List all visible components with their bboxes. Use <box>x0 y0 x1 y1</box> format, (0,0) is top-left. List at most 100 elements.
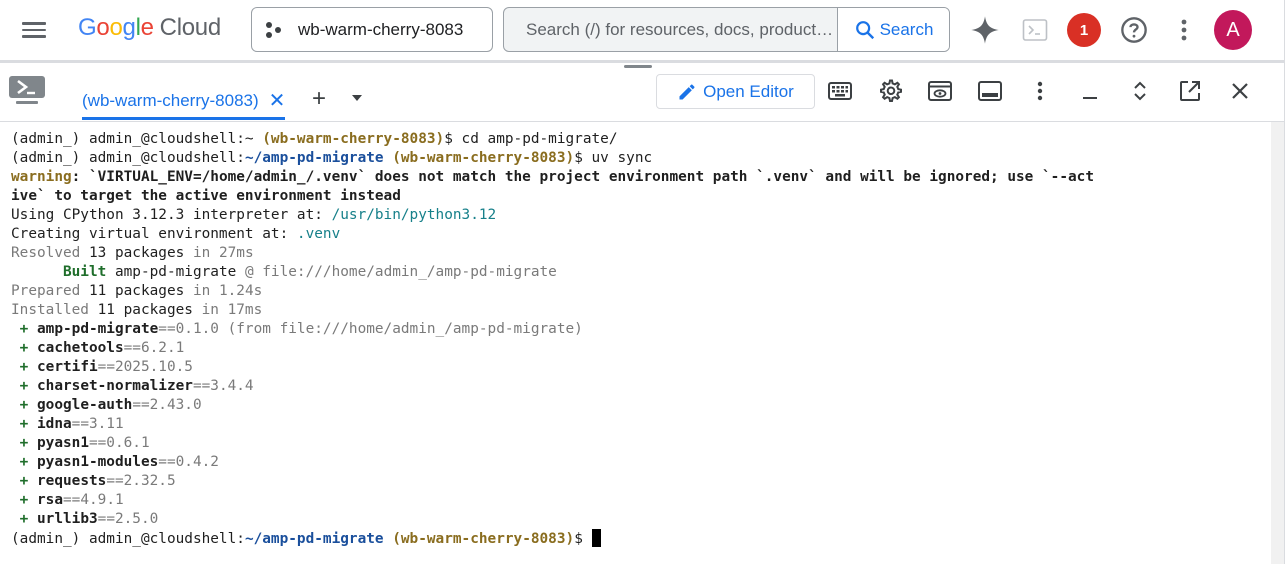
terminal-line: Resolved 13 packages in 27ms <box>11 244 1233 263</box>
terminal-text <box>384 150 393 166</box>
minimize-icon[interactable] <box>1075 76 1105 106</box>
terminal-line: + amp-pd-migrate==0.1.0 (from file:///ho… <box>11 320 1233 339</box>
terminal-text: ~/amp-pd-migrate <box>244 531 384 547</box>
logo-letter: o <box>109 14 123 41</box>
terminal-text: Installed <box>11 302 98 318</box>
close-tab-icon[interactable]: ✕ <box>268 89 286 112</box>
terminal-line: + pyasn1==0.6.1 <box>11 434 1233 453</box>
terminal-text: in 27ms <box>184 245 254 261</box>
terminal-line: (admin_) admin_@cloudshell:~/amp-pd-migr… <box>11 529 1233 548</box>
terminal-line: Using CPython 3.12.3 interpreter at: /us… <box>11 206 1233 225</box>
terminal-text: (wb-warm-cherry-8083) <box>392 531 575 547</box>
terminal-line: warning: `VIRTUAL_ENV=/home/admin_/.venv… <box>11 168 1233 187</box>
pencil-icon <box>679 84 695 99</box>
terminal-scrollbar[interactable] <box>1271 122 1284 564</box>
terminal-text: (admin_) admin_@cloudshell:~ <box>11 131 263 147</box>
terminal-text <box>11 264 63 280</box>
search-input[interactable] <box>504 8 838 51</box>
terminal-text: @ file:///home/admin_/amp-pd-migrate <box>236 264 557 280</box>
account-button[interactable]: A <box>1214 10 1252 50</box>
terminal-text: + <box>11 321 37 337</box>
search-button-label: Search <box>879 19 934 39</box>
terminal-line: Installed 11 packages in 17ms <box>11 301 1233 320</box>
terminal-line: Creating virtual environment at: .venv <box>11 225 1233 244</box>
terminal-output[interactable]: (admin_) admin_@cloudshell:~ (wb-warm-ch… <box>11 130 1233 548</box>
terminal-text: ==3.11 <box>71 416 124 432</box>
logo-letter: o <box>96 14 110 41</box>
terminal-text: /usr/bin/python3.12 <box>331 207 497 223</box>
logo-letter: G <box>78 14 97 41</box>
tab-dropdown-icon[interactable] <box>352 95 362 101</box>
cloud-shell-icon[interactable] <box>1016 11 1054 49</box>
terminal-cursor <box>591 529 601 547</box>
terminal-line: + requests==2.32.5 <box>11 472 1233 491</box>
terminal-line: + google-auth==2.43.0 <box>11 396 1233 415</box>
search-button[interactable]: Search <box>837 8 949 51</box>
terminal-text: idna <box>37 416 72 432</box>
close-panel-icon[interactable] <box>1225 76 1255 106</box>
project-picker[interactable]: wb-warm-cherry-8083 <box>251 7 493 52</box>
terminal-line: + certifi==2025.10.5 <box>11 358 1233 377</box>
terminal-text: charset-normalizer <box>37 378 193 394</box>
keyboard-icon[interactable] <box>825 76 855 106</box>
terminal-text: ==2.32.5 <box>106 473 176 489</box>
terminal-text: (wb-warm-cherry-8083) <box>392 150 575 166</box>
terminal-line: + urllib3==2.5.0 <box>11 510 1233 529</box>
terminal-text: ~/amp-pd-migrate <box>244 150 384 166</box>
tab-terminal-session[interactable]: (wb-warm-cherry-8083) ✕ <box>82 84 286 120</box>
terminal-text: ==3.4.4 <box>192 378 254 394</box>
terminal-logo-icon <box>8 75 46 107</box>
terminal-text: ==4.9.1 <box>63 492 124 508</box>
shell-more-vert-icon[interactable] <box>1025 76 1055 106</box>
panel-divider <box>0 60 1284 63</box>
terminal-text: + <box>11 492 37 508</box>
terminal-text: 13 packages <box>88 245 185 261</box>
terminal-text: ==0.6.1 <box>88 435 150 451</box>
terminal-text: (admin_) admin_@cloudshell: <box>11 150 245 166</box>
settings-gear-icon[interactable] <box>875 76 905 106</box>
open-editor-button[interactable]: Open Editor <box>656 74 815 109</box>
notifications-button[interactable]: 1 <box>1065 11 1103 49</box>
search-icon <box>855 20 874 39</box>
main-menu-icon[interactable] <box>22 18 50 42</box>
terminal-text: + <box>11 340 37 356</box>
toolbar-divider <box>0 121 1284 122</box>
terminal-text: ==6.2.1 <box>123 340 185 356</box>
terminal-line: + idna==3.11 <box>11 415 1233 434</box>
terminal-line: Built amp-pd-migrate @ file:///home/admi… <box>11 263 1233 282</box>
terminal-text: + <box>11 511 37 527</box>
more-vert-icon[interactable] <box>1165 11 1203 49</box>
terminal-text <box>384 531 393 547</box>
project-name: wb-warm-cherry-8083 <box>298 19 464 39</box>
terminal-text: + <box>11 397 37 413</box>
terminal-line: + cachetools==6.2.1 <box>11 339 1233 358</box>
web-preview-icon[interactable] <box>925 76 955 106</box>
panel-layout-icon[interactable] <box>975 76 1005 106</box>
terminal-text: $ cd amp-pd-migrate/ <box>444 131 618 147</box>
terminal-text: + <box>11 359 37 375</box>
terminal-text: requests <box>37 473 107 489</box>
terminal-text: + <box>11 473 37 489</box>
terminal-line: Prepared 11 packages in 1.24s <box>11 282 1233 301</box>
terminal-text: ive` to target the active environment in… <box>11 188 401 204</box>
tab-label: (wb-warm-cherry-8083) <box>82 90 259 110</box>
terminal-line: + charset-normalizer==3.4.4 <box>11 377 1233 396</box>
terminal-text: 11 packages <box>88 283 185 299</box>
open-new-window-icon[interactable] <box>1175 76 1205 106</box>
help-icon[interactable] <box>1115 11 1153 49</box>
terminal-text: 11 packages <box>97 302 193 318</box>
add-tab-icon[interactable]: + <box>312 85 327 112</box>
terminal-text: (wb-warm-cherry-8083) <box>262 131 445 147</box>
resize-handle[interactable] <box>624 65 652 68</box>
terminal-text: (admin_) admin_@cloudshell: <box>11 531 245 547</box>
open-editor-label: Open Editor <box>703 81 794 101</box>
maximize-restore-icon[interactable] <box>1125 76 1155 106</box>
gemini-sparkle-icon[interactable] <box>966 11 1004 49</box>
terminal-line: (admin_) admin_@cloudshell:~ (wb-warm-ch… <box>11 130 1233 149</box>
terminal-line: ive` to target the active environment in… <box>11 187 1233 206</box>
terminal-text: + <box>11 454 37 470</box>
terminal-text: Resolved <box>11 245 89 261</box>
terminal-text: google-auth <box>37 397 133 413</box>
